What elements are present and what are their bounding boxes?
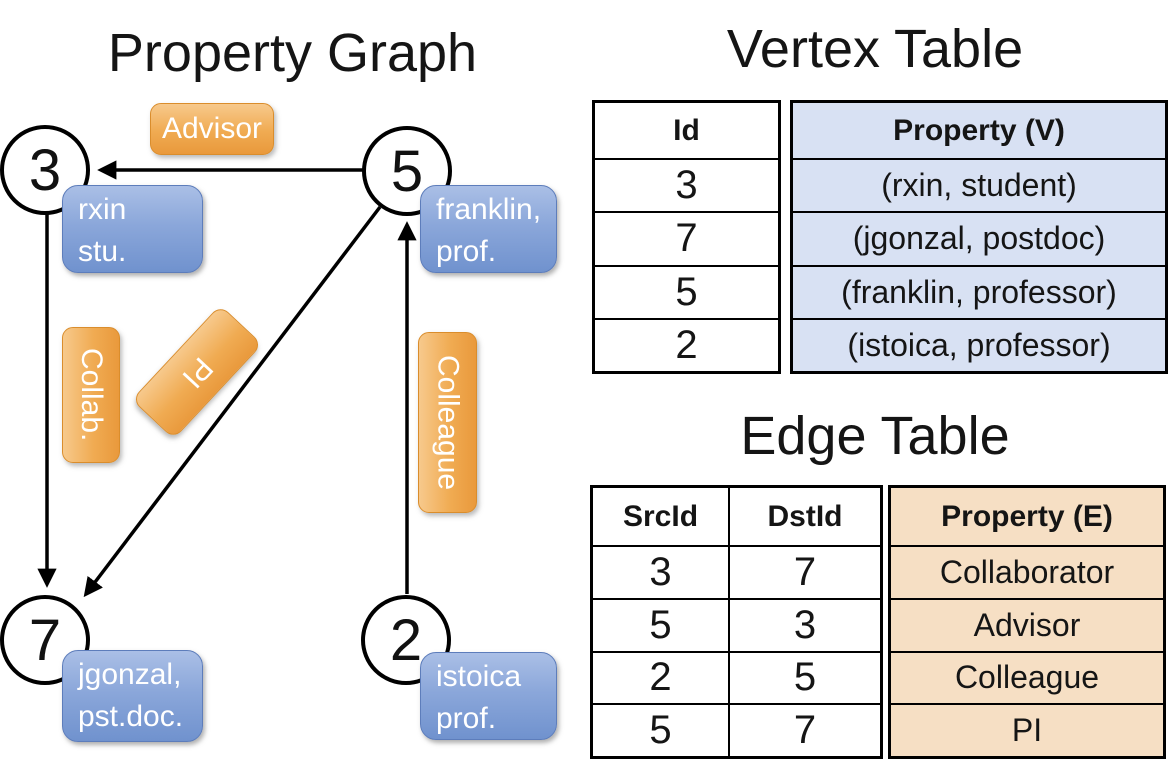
edge-table-property-header: Property (E): [891, 488, 1163, 545]
vertex-table-property-cell: (jgonzal, postdoc): [793, 211, 1165, 265]
node-7-label: 7: [28, 607, 62, 673]
vertex-property-line: prof.: [436, 702, 497, 735]
edge-table-dstid-header: DstId: [728, 488, 880, 545]
vertex-property-line: rxin: [78, 193, 127, 226]
vertex-property-line: stu.: [78, 235, 127, 268]
edge-table-dstid-cell: 7: [728, 703, 880, 756]
node-3-label: 3: [28, 137, 62, 203]
edge-table-property-cell: Colleague: [891, 650, 1163, 704]
graph-node-5: 5: [362, 126, 452, 216]
vertex-table-id-column: Id 3 7 5 2: [592, 100, 781, 374]
vertex-property-box-istoica: istoica prof.: [420, 652, 557, 740]
edge-table-srcid-cell: 3: [593, 545, 728, 598]
node-5-label: 5: [390, 138, 424, 204]
edge-table-property-cell: Collaborator: [891, 545, 1163, 598]
vertex-property-line: prof.: [436, 235, 497, 268]
vertex-table-property-cell: (istoica, professor): [793, 317, 1165, 371]
edge-table-dstid-cell: 3: [728, 597, 880, 651]
edge-table-srcid-cell: 2: [593, 650, 728, 704]
edge-label-text: Advisor: [161, 112, 263, 145]
vertex-table-property-column: Property (V) (rxin, student) (jgonzal, p…: [790, 100, 1168, 374]
vertex-property-line: pst.doc.: [78, 700, 184, 733]
edge-table-dstid-cell: 5: [728, 650, 880, 704]
vertex-property-box-franklin: franklin, prof.: [420, 185, 557, 273]
vertex-table-id-cell: 2: [595, 317, 778, 371]
vertex-table-id-cell: 3: [595, 158, 778, 211]
vertex-table-property-cell: (franklin, professor): [793, 264, 1165, 318]
node-2-label: 2: [389, 607, 423, 673]
vertex-table-title: Vertex Table: [726, 19, 1024, 79]
graph-edges: [37, 160, 417, 598]
property-graph-title: Property Graph: [107, 23, 478, 83]
vertex-property-line: istoica: [436, 660, 522, 693]
vertex-table-id-cell: 7: [595, 211, 778, 264]
vertex-table-property-header: Property (V): [793, 103, 1165, 158]
vertex-property-box-rxin: rxin stu.: [62, 185, 203, 273]
vertex-table-id-cell: 5: [595, 264, 778, 318]
edge-table-srcid-cell: 5: [593, 703, 728, 756]
vertex-table-property-cell: (rxin, student): [793, 158, 1165, 212]
edge-table-property-column: Property (E) Collaborator Advisor Collea…: [888, 485, 1166, 759]
edge-table-title: Edge Table: [740, 406, 1010, 466]
edge-table-property-cell: PI: [891, 703, 1163, 756]
edge-table-property-cell: Advisor: [891, 597, 1163, 651]
edge-table-dstid-cell: 7: [728, 545, 880, 598]
vertex-table-id-header: Id: [673, 113, 700, 147]
vertex-property-line: jgonzal,: [78, 658, 182, 691]
edge-table-srcid-cell: 5: [593, 597, 728, 651]
vertex-property-box-jgonzal: jgonzal, pst.doc.: [62, 650, 203, 742]
vertex-property-line: franklin,: [436, 193, 542, 226]
edge-label-colleague: Colleague: [418, 332, 477, 513]
edge-label-text: Collab.: [75, 348, 108, 442]
edge-label-collab: Collab.: [62, 327, 120, 463]
edge-table-srcid-header: SrcId: [622, 499, 699, 533]
edge-label-text: Colleague: [431, 354, 465, 491]
edge-label-text: PI: [175, 350, 220, 394]
graph-node-2: 2: [361, 595, 451, 685]
edge-label-advisor: Advisor: [150, 103, 274, 155]
edge-pi-5-to-7: [83, 205, 382, 598]
edge-table-id-columns: SrcId DstId 3 7 5 3 2 5 5 7: [590, 485, 883, 759]
